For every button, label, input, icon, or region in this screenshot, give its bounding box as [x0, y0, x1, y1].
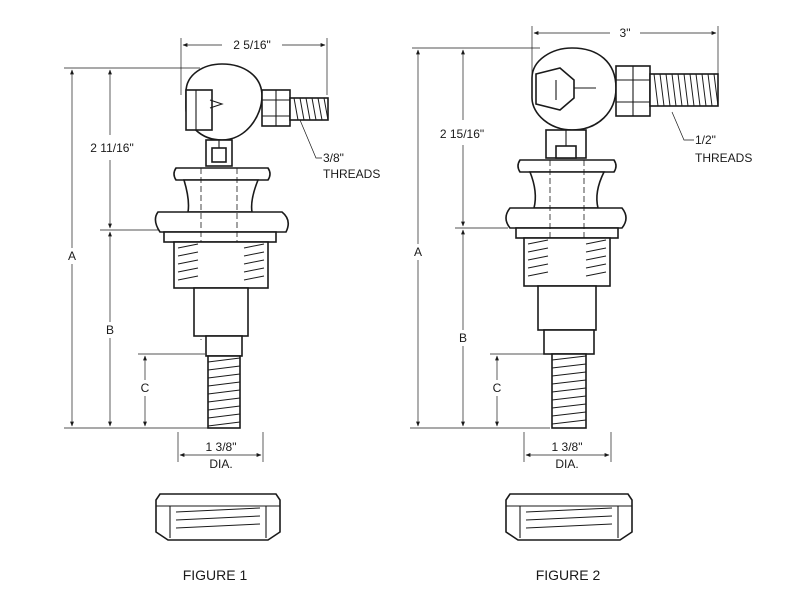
fig1-thread-label: THREADS: [323, 167, 380, 181]
fig1-horizontal-threads: [293, 97, 329, 121]
fig1-dimension-c: C: [138, 353, 205, 427]
fig2-dim-b-label: B: [459, 331, 467, 345]
fig2-thread-callout: 1/2" THREADS: [671, 111, 752, 165]
fig1-insert-threads: [177, 243, 265, 281]
fig2-dim-a-label: A: [414, 245, 422, 259]
fig1-caption: FIGURE 1: [183, 567, 248, 583]
fig1-dia-label: DIA.: [209, 457, 232, 471]
fig2-insert-threads: [527, 239, 607, 277]
fig1-neck: [205, 139, 233, 167]
fig1-dimension-a: A: [64, 67, 210, 429]
fig2-width-dimension: 3": [531, 26, 719, 75]
fig2-thread-size: 1/2": [695, 133, 716, 147]
fig1-dimension-b: B: [106, 231, 114, 427]
fig1-insulator-body: [154, 167, 290, 340]
fig2-caption: FIGURE 2: [536, 567, 601, 583]
figure-1: 2 5/16" 2 11/16" A B: [64, 38, 380, 583]
fig1-diameter-dimension: 1 3/8" DIA.: [177, 432, 264, 471]
fig1-height-label: 2 11/16": [90, 141, 133, 155]
fig1-thread-callout: 3/8" THREADS: [299, 119, 380, 181]
fig1-dim-a-label: A: [68, 249, 76, 263]
fig1-thread-size: 3/8": [323, 151, 344, 165]
fig1-base-nut: [155, 493, 281, 541]
fig2-dia-value: 1 3/8": [552, 440, 583, 454]
fig2-width-label: 3": [620, 26, 631, 40]
fig2-height-dimension: 2 15/16": [412, 47, 540, 229]
fig1-height-dimension: 2 11/16": [90, 67, 200, 231]
fig2-dimension-c: C: [490, 353, 552, 427]
fig1-bottom-stud: [207, 355, 241, 429]
fig2-diameter-dimension: 1 3/8" DIA.: [523, 432, 612, 471]
fig2-dimension-a: A: [410, 49, 550, 429]
fig1-threaded-insert: [173, 241, 269, 357]
fig2-horizontal-threads: [653, 73, 719, 107]
fig2-thread-label: THREADS: [695, 151, 752, 165]
fig2-dim-c-label: C: [493, 381, 502, 395]
fig1-dim-c-label: C: [141, 381, 150, 395]
fig2-insulator-body: [505, 159, 627, 330]
fig2-base-nut: [505, 493, 633, 541]
fig2-clamp-head: [531, 47, 719, 131]
fig2-bottom-stud: [551, 353, 587, 429]
fig1-clamp-head: [185, 63, 329, 141]
fig1-width-label: 2 5/16": [233, 38, 271, 52]
fig1-width-dimension: 2 5/16": [180, 38, 328, 95]
fig2-dia-label: DIA.: [555, 457, 578, 471]
fig2-threaded-insert: [523, 237, 611, 355]
fig1-dim-b-label: B: [106, 323, 114, 337]
fig2-height-label: 2 15/16": [440, 127, 484, 141]
fig2-neck: [545, 129, 587, 159]
figure-2: 3" 2 15/16" A B C: [410, 26, 752, 583]
fig2-dimension-b: B: [459, 229, 467, 427]
fig1-dia-value: 1 3/8": [206, 440, 237, 454]
